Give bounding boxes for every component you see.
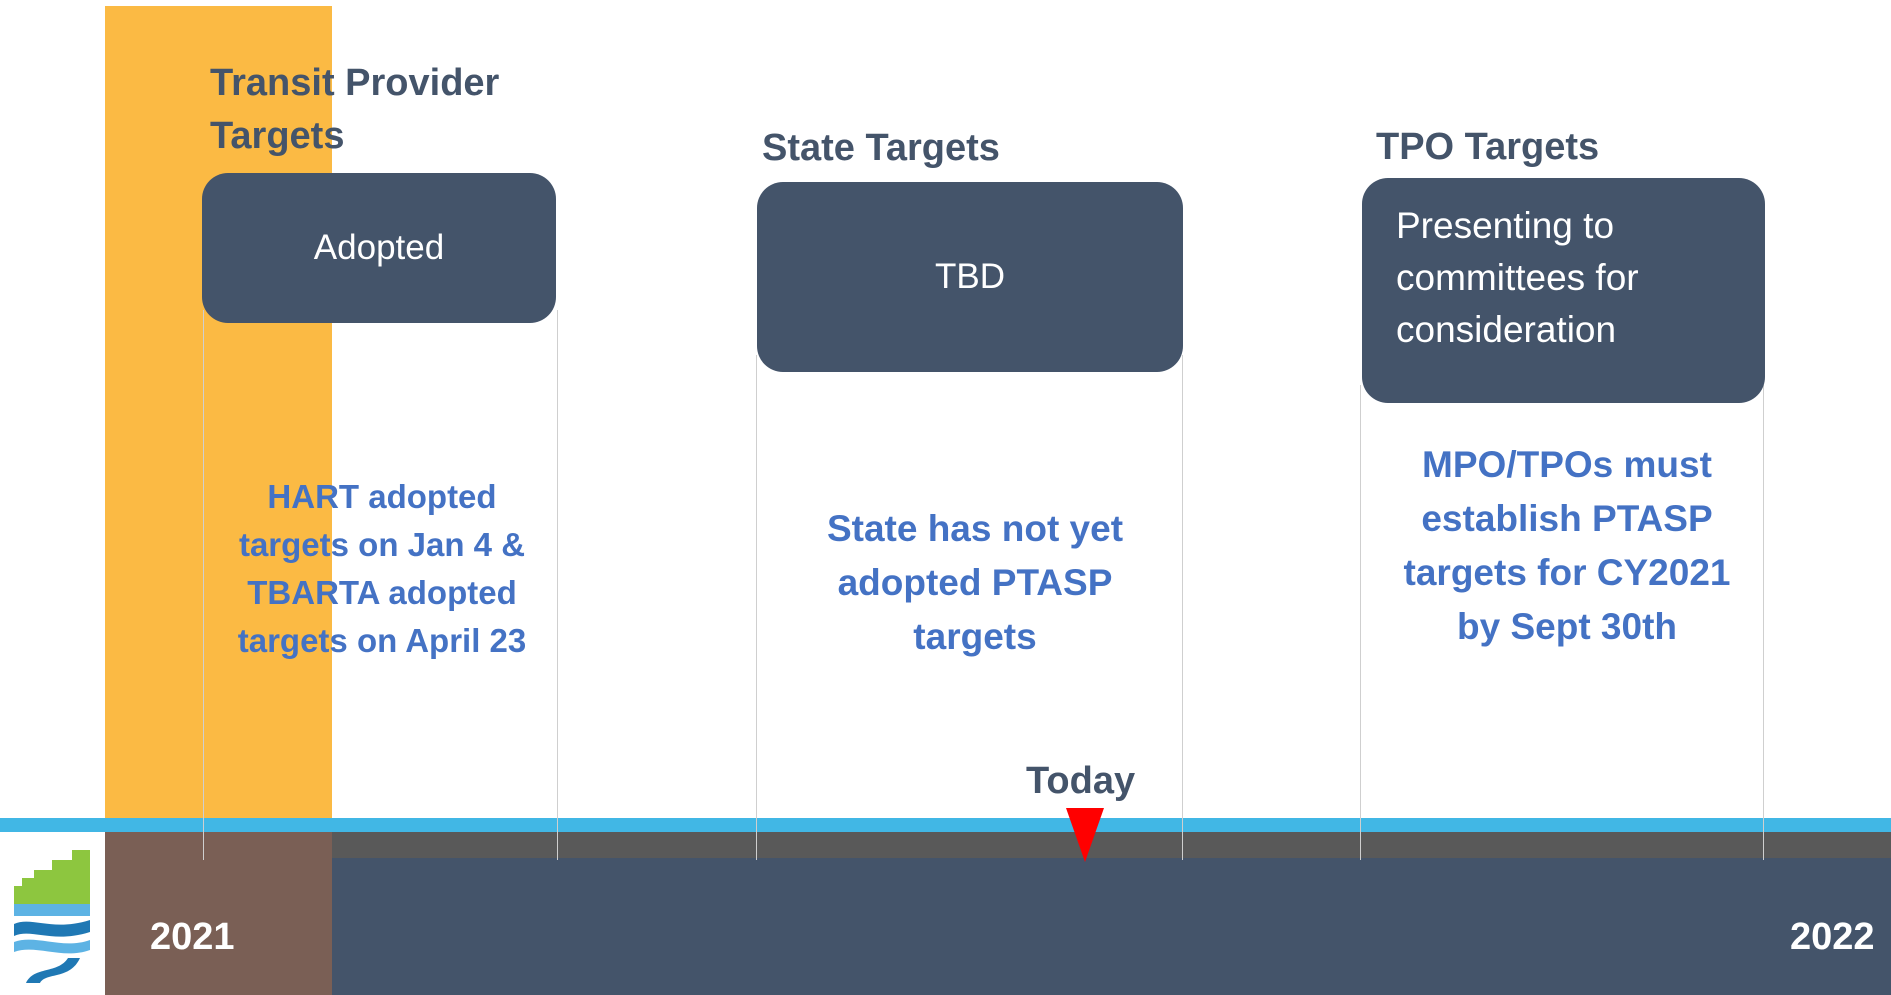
transit-provider-status-box: Adopted	[202, 173, 556, 323]
state-status: TBD	[935, 257, 1005, 296]
state-targets-heading: State Targets	[762, 127, 1000, 169]
organization-logo-icon	[12, 846, 92, 983]
transit-provider-note: HART adopted targets on Jan 4 & TBARTA a…	[237, 478, 527, 659]
guide-line	[1182, 355, 1183, 860]
guide-line	[1360, 385, 1361, 860]
current-year-cell	[105, 832, 332, 995]
guide-line	[203, 310, 204, 860]
guide-line	[756, 355, 757, 860]
tpo-targets-heading: TPO Targets	[1376, 126, 1600, 168]
timeline-top-stripe	[0, 818, 1891, 832]
tpo-note: MPO/TPOs must establish PTASP targets fo…	[1403, 444, 1731, 647]
start-year: 2021	[150, 916, 235, 958]
guide-line	[1763, 385, 1764, 860]
transit-provider-status: Adopted	[313, 228, 445, 267]
state-status-box: TBD	[757, 182, 1183, 372]
state-note: State has not yet adopted PTASP targets	[826, 508, 1124, 657]
tpo-status-box: Presenting to committees for considerati…	[1362, 178, 1765, 403]
tpo-status: Presenting to committees for considerati…	[1396, 205, 1639, 350]
end-year: 2022	[1790, 916, 1875, 958]
guide-line	[557, 310, 558, 860]
today-label: Today	[1026, 760, 1136, 802]
today-marker-icon	[1066, 808, 1104, 862]
transit-provider-heading: Transit Provider Targets	[210, 62, 500, 157]
